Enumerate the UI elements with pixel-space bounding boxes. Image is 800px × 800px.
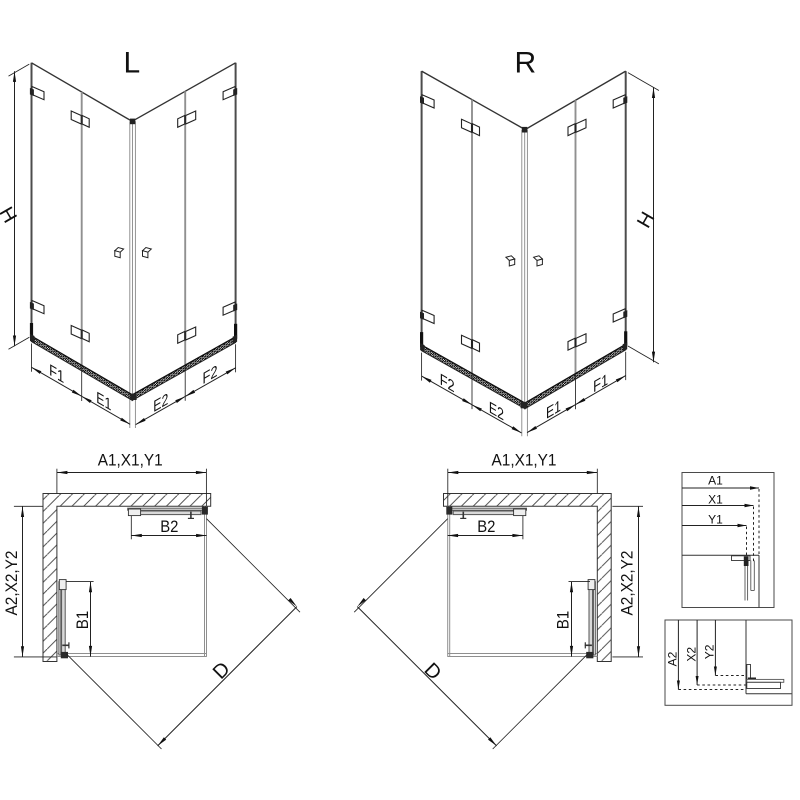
svg-text:E1: E1 <box>546 396 561 423</box>
svg-text:X2: X2 <box>684 647 698 662</box>
svg-text:R: R <box>514 47 536 80</box>
svg-text:A1: A1 <box>708 474 723 488</box>
svg-text:F2: F2 <box>440 369 455 396</box>
svg-text:B1: B1 <box>554 611 573 630</box>
svg-text:E2: E2 <box>489 397 504 424</box>
svg-text:B2: B2 <box>477 517 495 536</box>
svg-text:F1: F1 <box>49 360 64 387</box>
svg-text:A2: A2 <box>665 651 679 666</box>
svg-text:A2,X2,Y2: A2,X2,Y2 <box>3 551 21 616</box>
svg-text:L: L <box>123 47 140 80</box>
svg-text:E1: E1 <box>96 387 111 414</box>
svg-text:A2,X2,Y2: A2,X2,Y2 <box>619 551 637 616</box>
svg-text:Y2: Y2 <box>702 644 716 659</box>
svg-text:E2: E2 <box>153 389 168 416</box>
svg-text:B2: B2 <box>160 517 178 536</box>
svg-text:A1,X1,Y1: A1,X1,Y1 <box>492 452 557 470</box>
svg-text:B1: B1 <box>73 611 92 630</box>
svg-text:F1: F1 <box>593 369 608 396</box>
svg-text:A1,X1,Y1: A1,X1,Y1 <box>98 452 163 470</box>
svg-text:Y1: Y1 <box>708 512 723 526</box>
svg-text:F2: F2 <box>203 361 218 388</box>
svg-text:X1: X1 <box>708 492 723 506</box>
